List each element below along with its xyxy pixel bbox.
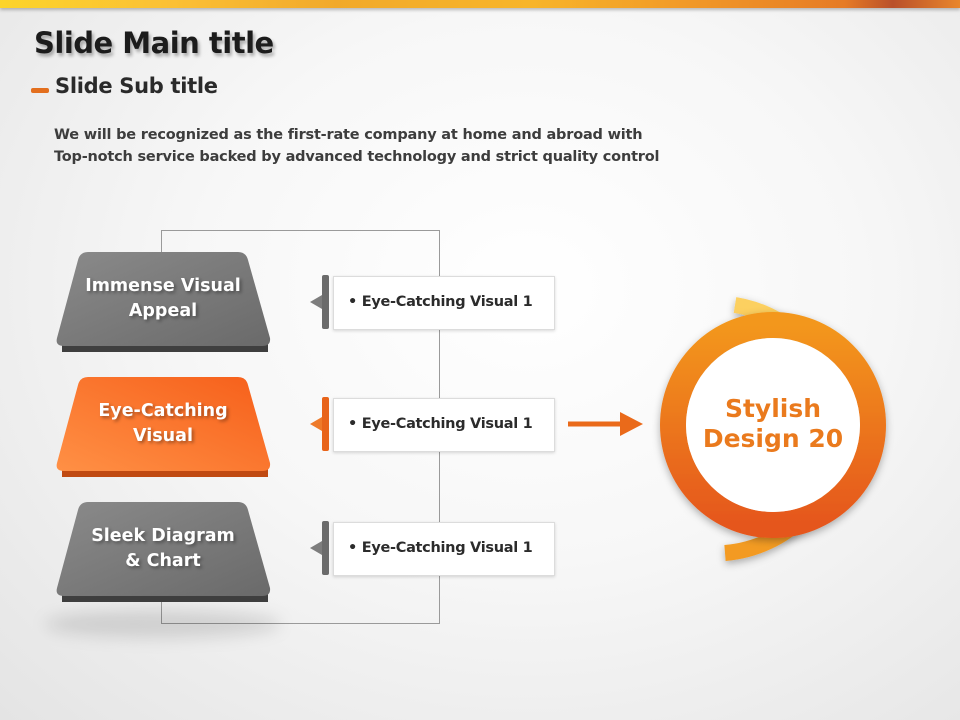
trapezoid-shapes: [56, 252, 271, 602]
description-line-2: Top-notch service backed by advanced tec…: [54, 149, 660, 165]
step-3-label: Sleek Diagram & Chart: [55, 524, 271, 574]
result-text: Stylish Design 20: [680, 394, 866, 454]
bullet-box-2: • Eye-Catching Visual 1: [333, 398, 555, 452]
bullet-text-2: • Eye-Catching Visual 1: [348, 416, 533, 432]
description-line-1: We will be recognized as the first-rate …: [54, 127, 643, 143]
step-3-shadow: [45, 610, 281, 638]
subtitle-dash: [31, 88, 49, 93]
bullet-text-3: • Eye-Catching Visual 1: [348, 540, 533, 556]
top-banner: [0, 0, 960, 8]
step-1-shape: Immense Visual Appeal: [55, 252, 271, 352]
callout-tab-2: [310, 397, 329, 451]
description: We will be recognized as the first-rate …: [54, 124, 659, 168]
callout-tab-1: [310, 275, 329, 329]
step-2-label-line-1: Eye-Catching: [98, 401, 228, 421]
step-3-shape: Sleek Diagram & Chart: [45, 502, 281, 638]
bullet-box-1: • Eye-Catching Visual 1: [333, 276, 555, 330]
result-circle: [660, 297, 886, 561]
step-2-shape: Eye-Catching Visual: [55, 377, 271, 477]
step-1-label: Immense Visual Appeal: [55, 274, 271, 324]
callout-tab-3: [310, 521, 329, 575]
slide-sub-title: Slide Sub title: [55, 74, 218, 98]
step-3-label-line-2: & Chart: [125, 551, 201, 571]
bullet-text-1: • Eye-Catching Visual 1: [348, 294, 533, 310]
slide-main-title: Slide Main title: [34, 26, 274, 60]
step-1-label-line-1: Immense Visual: [85, 276, 241, 296]
step-2-label: Eye-Catching Visual: [55, 399, 271, 449]
step-2-label-line-2: Visual: [133, 426, 193, 446]
step-1-label-line-2: Appeal: [128, 301, 198, 321]
step-3-label-line-1: Sleek Diagram: [91, 526, 235, 546]
result-line-1: Stylish: [724, 394, 822, 423]
arrow-icon: [568, 412, 643, 436]
result-line-2: Design 20: [702, 424, 844, 453]
bullet-box-3: • Eye-Catching Visual 1: [333, 522, 555, 576]
